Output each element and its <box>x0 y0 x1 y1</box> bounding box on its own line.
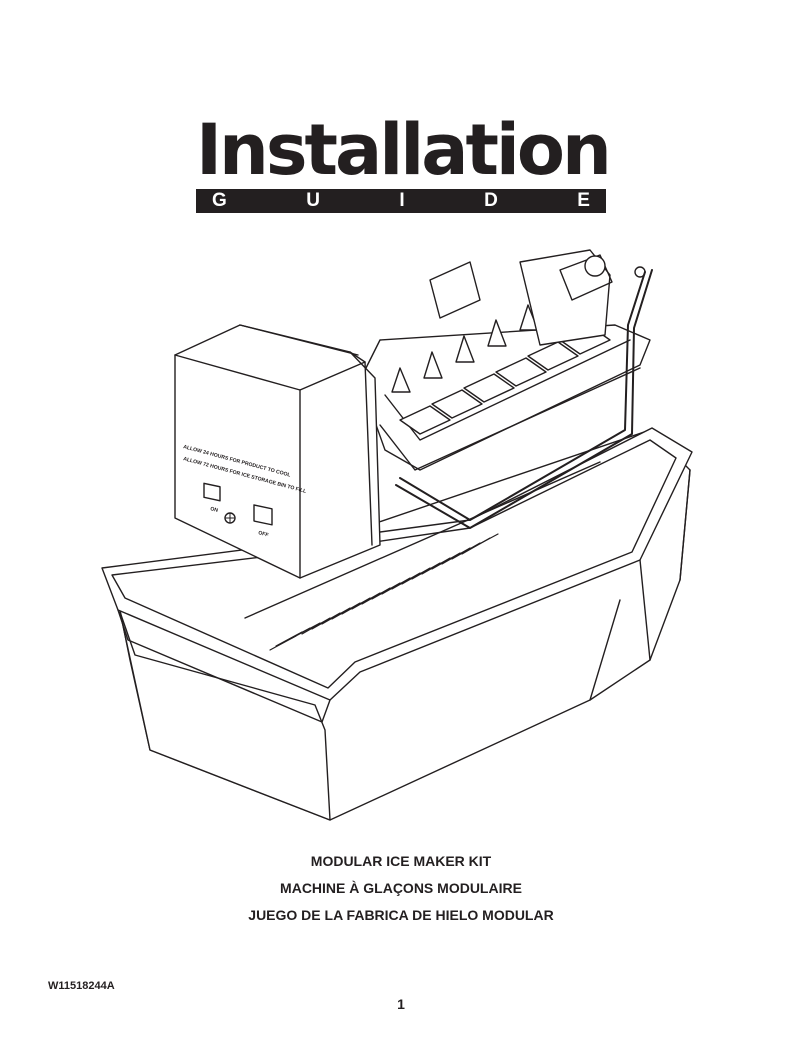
off-label: OFF <box>257 530 269 538</box>
shutoff-arm <box>395 269 653 529</box>
installation-title: Installation <box>196 109 612 191</box>
control-housing <box>174 324 381 579</box>
on-label: ON <box>209 506 218 514</box>
guide-letter: I <box>399 190 405 211</box>
product-titles: MODULAR ICE MAKER KIT MACHINE À GLAÇONS … <box>0 848 802 929</box>
bin-floor-ribs <box>269 533 499 651</box>
page-number: 1 <box>397 996 405 1012</box>
ice-maker-illustration: ALLOW 24 HOURS FOR PRODUCT TO COOL ALLOW… <box>101 249 693 821</box>
guide-letter: U <box>306 190 320 211</box>
guide-letter: D <box>484 190 498 211</box>
ice-mold <box>359 249 651 471</box>
guide-banner: G U I D E <box>196 189 606 213</box>
product-title-english: MODULAR ICE MAKER KIT <box>310 853 492 869</box>
part-number: W11518244A <box>48 980 115 992</box>
product-title-french: MACHINE À GLAÇONS MODULAIRE <box>280 880 522 896</box>
guide-letter: E <box>577 190 590 211</box>
product-title-spanish: JUEGO DE LA FABRICA DE HIELO MODULAR <box>248 907 554 923</box>
guide-letter: G <box>212 190 227 211</box>
